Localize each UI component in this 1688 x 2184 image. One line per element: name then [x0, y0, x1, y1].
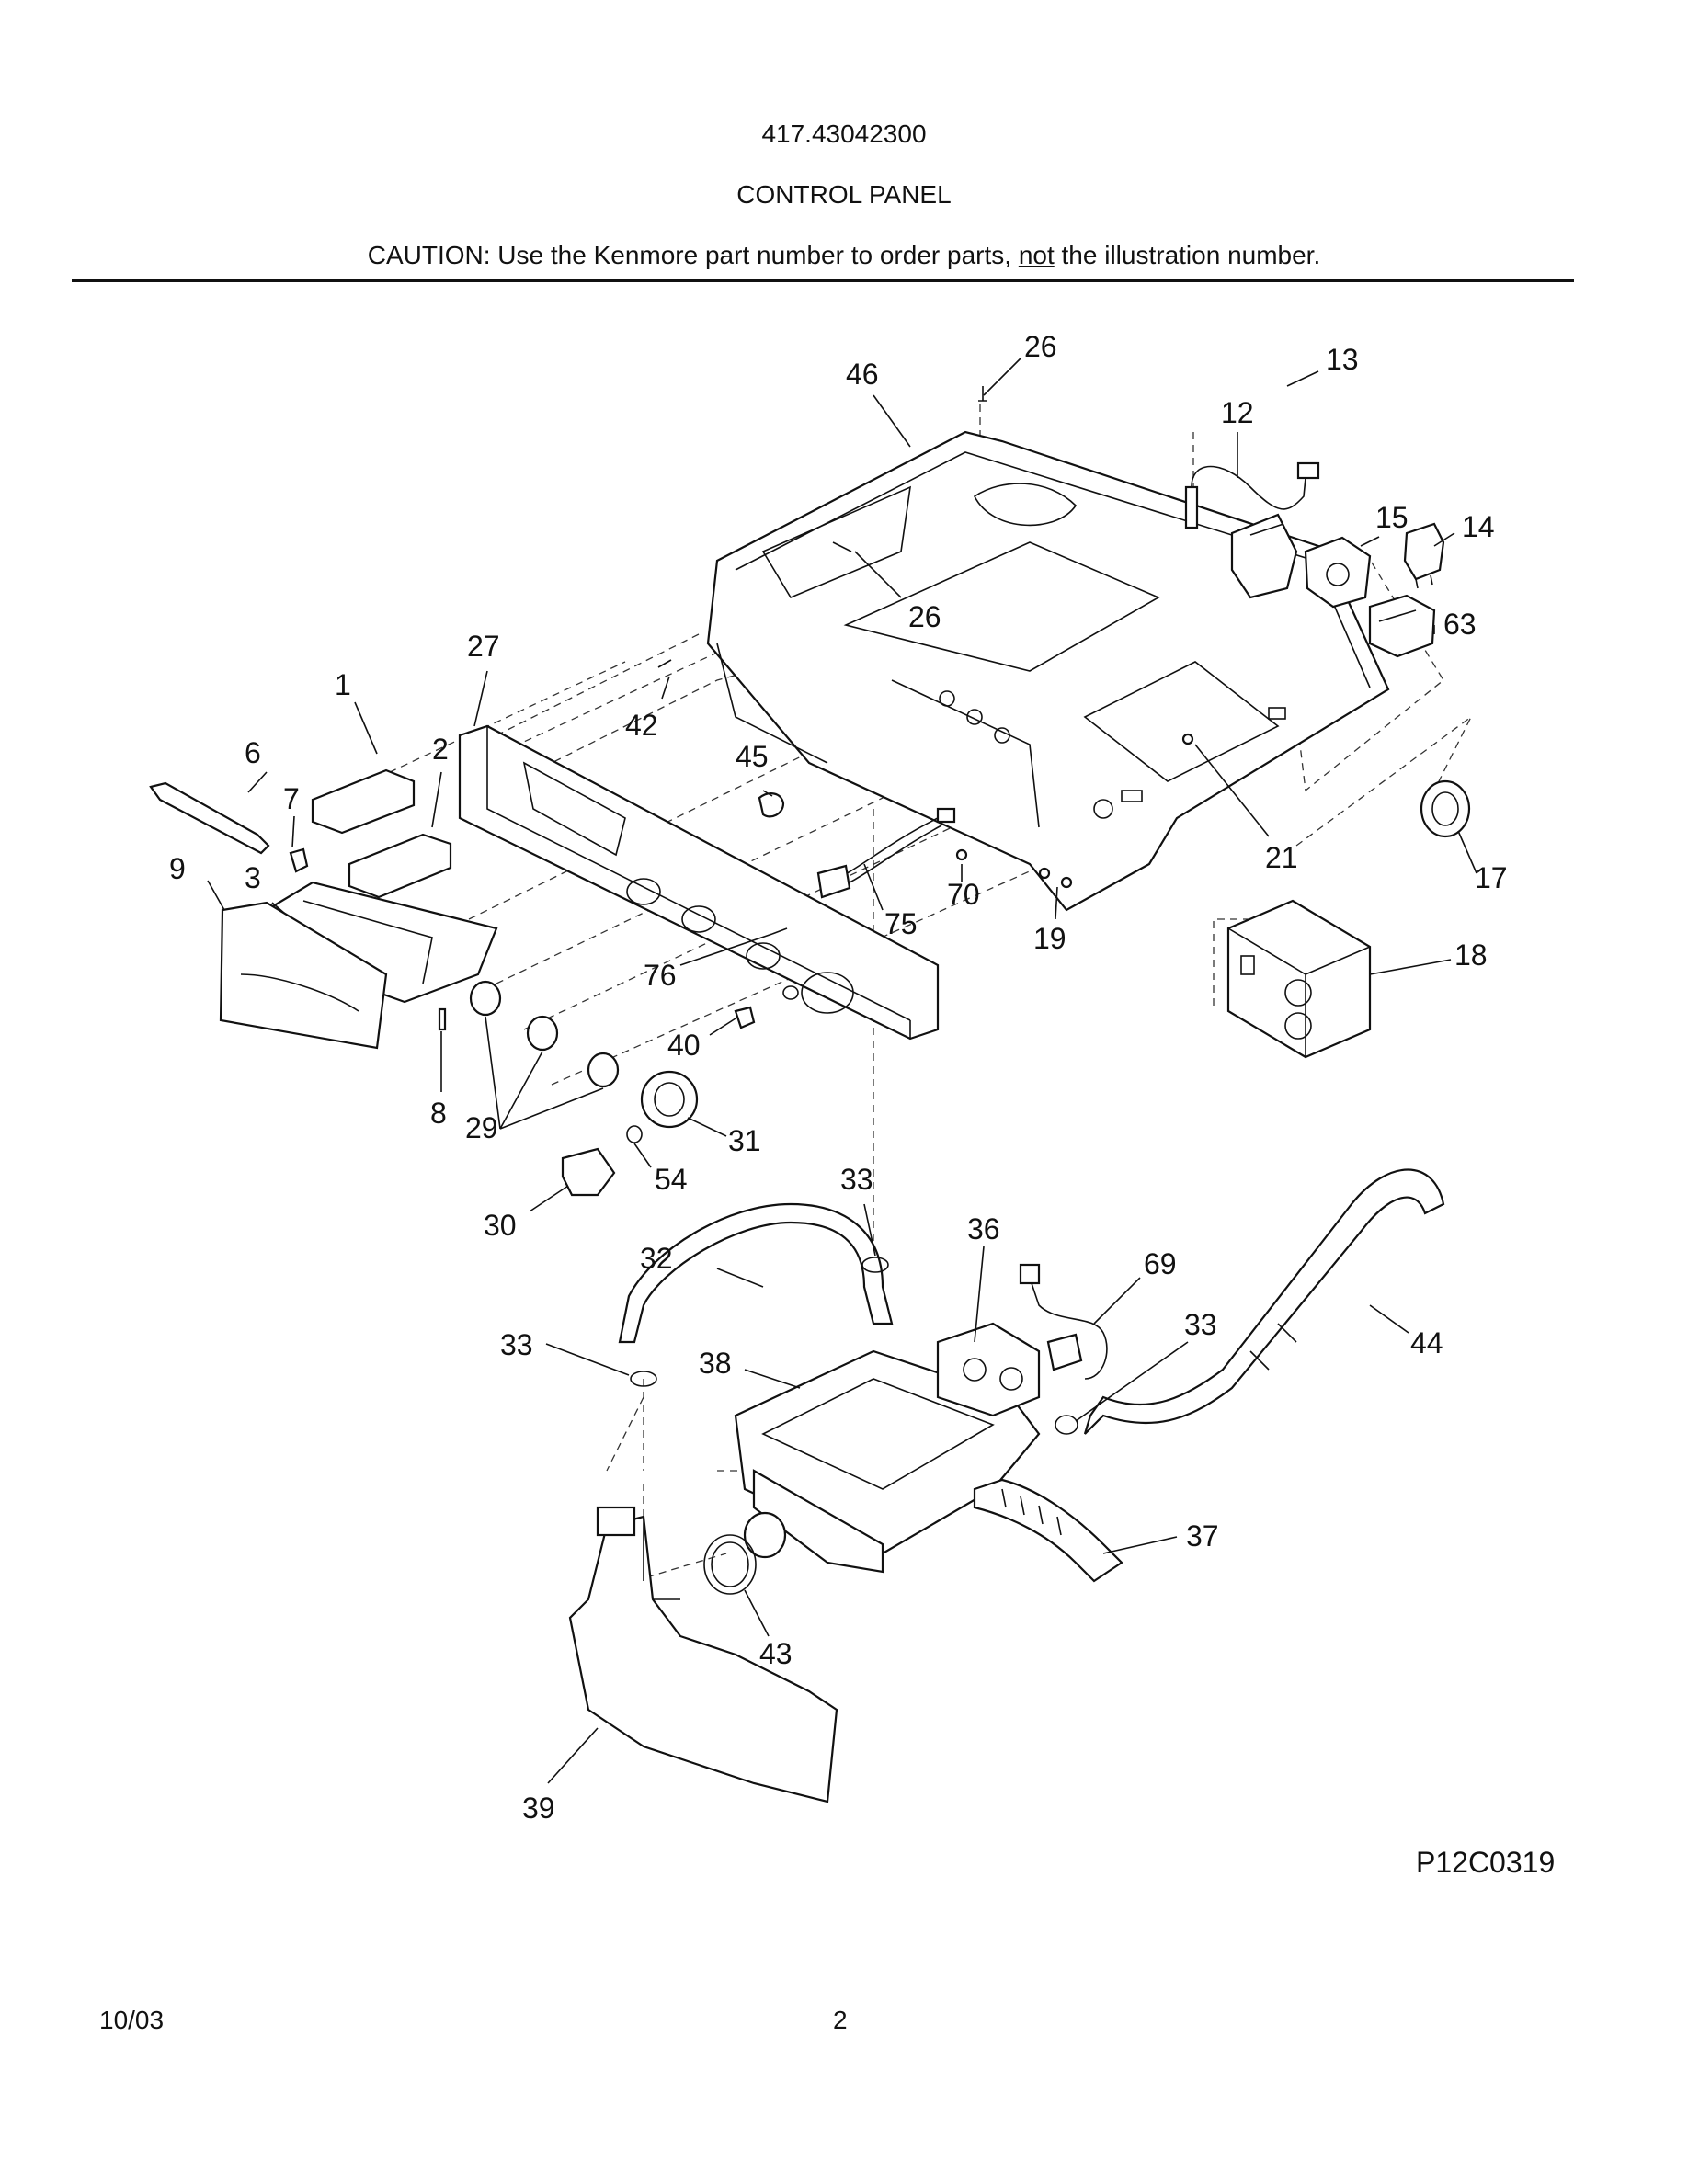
callout-label: 30 [484, 1209, 517, 1242]
callout-label: 45 [736, 740, 769, 773]
hose-44 [1083, 1168, 1445, 1435]
section-title: CONTROL PANEL [736, 180, 952, 209]
callout-label: 63 [1443, 608, 1477, 641]
callout-label: 15 [1375, 501, 1409, 534]
caution-note: CAUTION: Use the Kenmore part number to … [0, 241, 1688, 270]
dispenser-drawer [219, 881, 498, 1050]
caution-text-before: CAUTION: Use the Kenmore part number to … [367, 241, 1019, 269]
callout-label: 76 [644, 959, 677, 992]
dispenser-caps [311, 768, 452, 899]
callout-label: 29 [465, 1111, 498, 1144]
callout-label: 26 [908, 600, 941, 633]
callout-label: 14 [1462, 510, 1495, 543]
callout-label: 18 [1454, 938, 1488, 972]
harness-12 [1184, 461, 1320, 529]
callout-label: 33 [1184, 1308, 1217, 1341]
callout-label: 6 [245, 736, 261, 769]
callout-label: 36 [967, 1212, 1000, 1246]
bellows-37 [973, 1478, 1123, 1583]
knob-31 [640, 1070, 699, 1129]
callout-label: 32 [640, 1242, 673, 1275]
callout-label: 42 [625, 709, 658, 742]
control-panel-frame [706, 430, 1390, 912]
callout-label: 40 [667, 1029, 701, 1062]
callout-label: 31 [728, 1124, 761, 1157]
knob-30 [561, 1147, 616, 1197]
callout-label: 38 [699, 1347, 732, 1380]
callout-label: 46 [846, 358, 879, 391]
lever-6 [149, 781, 270, 855]
callout-label: 54 [655, 1163, 688, 1196]
callout-label: 75 [884, 907, 918, 940]
callout-label: 39 [522, 1792, 555, 1825]
switch-13 [1230, 513, 1298, 599]
callout-label: 7 [283, 782, 300, 815]
header-rule [72, 279, 1574, 282]
callout-label: 12 [1221, 396, 1254, 429]
leader-lines [207, 358, 1477, 1784]
callout-label: 27 [467, 630, 500, 663]
button-40 [734, 1006, 756, 1029]
callout-label: 33 [840, 1163, 873, 1196]
hose-clamps [630, 1257, 1078, 1435]
small-screws [657, 659, 1194, 935]
callout-label: 33 [500, 1328, 533, 1361]
pin-8 [438, 1007, 447, 1031]
siphon-7 [289, 847, 309, 873]
washer-54 [626, 1125, 643, 1143]
screw-top [978, 386, 987, 402]
callout-labels: 26 46 12 13 15 14 26 63 27 1 42 6 2 45 7… [169, 330, 1508, 1825]
control-module-18 [1226, 899, 1372, 1059]
cap-45 [758, 792, 785, 818]
harness-69 [1019, 1263, 1108, 1380]
callout-label: 26 [1024, 330, 1057, 363]
footer-date: 10/03 [99, 2006, 165, 2034]
callout-label: 70 [947, 878, 980, 911]
caution-text-underlined: not [1018, 241, 1055, 269]
callout-label: 17 [1475, 861, 1508, 894]
harness-75 [816, 807, 956, 899]
callout-label: 44 [1410, 1326, 1443, 1359]
callout-label: 8 [430, 1097, 447, 1130]
gasket-43 [703, 1534, 757, 1595]
switch-63 [1368, 594, 1436, 658]
callout-label: 19 [1033, 922, 1066, 955]
inlet-duct-39 [568, 1506, 838, 1803]
callout-label: 2 [432, 733, 449, 766]
hose-32 [618, 1202, 894, 1344]
diagram-code: P12C0319 [1416, 1846, 1556, 1879]
screw-frame [832, 541, 852, 552]
callout-label: 37 [1186, 1519, 1219, 1553]
callout-label: 13 [1326, 343, 1359, 376]
caution-text-after: the illustration number. [1054, 241, 1321, 269]
control-console-27 [458, 724, 940, 1041]
pressure-switch-17 [1420, 779, 1471, 838]
page-number: 2 [833, 2006, 848, 2034]
callout-label: 3 [245, 861, 261, 894]
knobs-29 [469, 980, 620, 1088]
callout-label: 21 [1265, 841, 1298, 874]
callout-label: 1 [335, 668, 351, 701]
model-number: 417.43042300 [761, 119, 927, 148]
selector-15 [1304, 536, 1372, 609]
callout-label: 43 [759, 1637, 793, 1670]
callout-label: 69 [1144, 1247, 1177, 1280]
relay-14 [1403, 522, 1445, 589]
dispenser-housing-38 [734, 1322, 1041, 1574]
callout-label: 9 [169, 852, 186, 885]
